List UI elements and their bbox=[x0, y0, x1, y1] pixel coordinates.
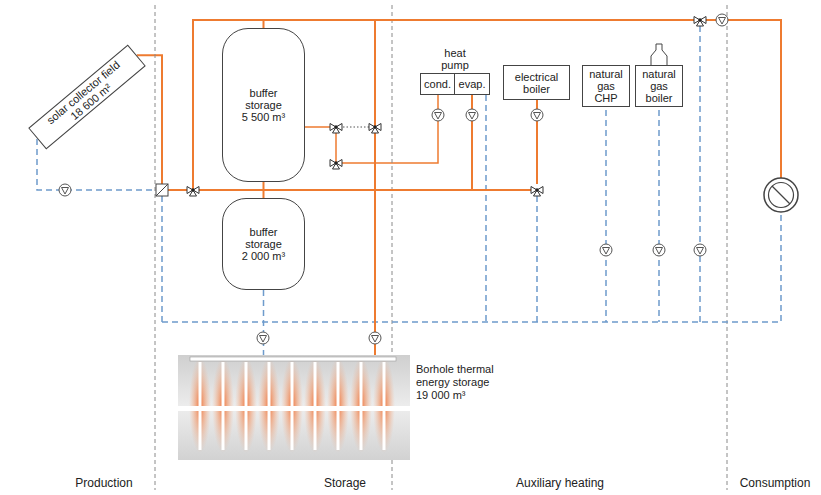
evaporator-cell: evap. bbox=[455, 74, 489, 94]
heat-glow bbox=[258, 357, 280, 453]
three-way-valve bbox=[694, 17, 706, 27]
heat-glow bbox=[327, 357, 349, 453]
consumer-outer bbox=[764, 178, 798, 212]
borehole-supply-pipe bbox=[374, 20, 376, 355]
consumer-symbol bbox=[764, 178, 798, 212]
node-text: Borhole thermal energy storage 19 000 m³ bbox=[416, 363, 498, 402]
heat-pump-return-pipe bbox=[485, 95, 487, 322]
heat-pump-box: heat pumpcond.evap. bbox=[420, 73, 490, 95]
borehole bbox=[268, 362, 271, 450]
chp-return-pipe bbox=[605, 100, 607, 322]
section-separator bbox=[155, 5, 156, 490]
bypass-pipe bbox=[699, 26, 701, 322]
borehole bbox=[222, 362, 225, 450]
heat-glow bbox=[212, 357, 234, 453]
consumer-diagonal bbox=[772, 186, 790, 204]
gas-boiler-return-pipe bbox=[658, 100, 660, 322]
borehole-storage: Borhole thermal energy storage 19 000 m³ bbox=[178, 355, 410, 460]
section-label: Consumption bbox=[740, 476, 811, 490]
node-text: solar collector field 18 600 m² bbox=[41, 56, 133, 139]
borehole-manifold bbox=[190, 357, 396, 361]
three-way-valve bbox=[531, 187, 543, 197]
pump-symbol bbox=[257, 332, 269, 344]
three-way-valve bbox=[187, 187, 199, 197]
heat-glow bbox=[350, 357, 372, 453]
heat-glow bbox=[235, 357, 257, 453]
borehole bbox=[383, 362, 386, 450]
pump-symbol bbox=[369, 332, 381, 344]
heat-glow bbox=[189, 357, 211, 453]
chimney-symbol bbox=[651, 44, 667, 65]
section-label: Production bbox=[75, 476, 132, 490]
heat-glow bbox=[373, 357, 395, 453]
three-way-valve bbox=[330, 124, 342, 134]
node-text: heat pump bbox=[437, 47, 473, 71]
storage-tank: buffer storage 5 500 m³ bbox=[222, 28, 305, 182]
solar-return-pipe bbox=[37, 139, 156, 190]
node-text: natural gas boiler bbox=[639, 68, 679, 104]
consumer-inner bbox=[769, 183, 794, 208]
borehole bbox=[245, 362, 248, 450]
heat-glow bbox=[281, 357, 303, 453]
borehole bbox=[199, 362, 202, 450]
exchanger-return-pipe bbox=[161, 196, 163, 322]
exchanger-box bbox=[156, 184, 168, 196]
node-text: buffer storage 5 500 m³ bbox=[241, 87, 286, 123]
pump-symbol bbox=[600, 244, 612, 256]
section-label: Auxiliary heating bbox=[516, 476, 604, 490]
chp-box: natural gas CHP bbox=[582, 65, 630, 107]
pump-symbol bbox=[59, 184, 71, 196]
borehole-storage-picture bbox=[178, 355, 410, 460]
collector-field: solar collector field 18 600 m² bbox=[28, 44, 146, 149]
pump-symbol bbox=[466, 109, 478, 121]
boiler-return-pipe bbox=[536, 196, 538, 322]
borehole bbox=[360, 362, 363, 450]
node-text: buffer storage 2 000 m³ bbox=[241, 226, 286, 262]
three-way-valve bbox=[330, 160, 342, 170]
section-separators bbox=[155, 5, 727, 490]
ground-block bbox=[178, 355, 410, 460]
storage-tank: buffer storage 2 000 m³ bbox=[222, 198, 305, 290]
pump-symbol bbox=[694, 244, 706, 256]
pump-symbol bbox=[653, 244, 665, 256]
node-text: electrical boiler bbox=[506, 71, 567, 95]
section-label: Storage bbox=[324, 476, 366, 490]
pipe-connector bbox=[305, 94, 438, 163]
section-separator bbox=[727, 5, 728, 490]
heat-glow bbox=[304, 357, 326, 453]
node-text: cond. bbox=[424, 78, 451, 90]
boiler-box: electrical boiler bbox=[503, 65, 570, 100]
boiler-box: natural gas boiler bbox=[635, 65, 683, 107]
borehole bbox=[314, 362, 317, 450]
node-text: natural gas CHP bbox=[586, 68, 626, 104]
pump-symbol bbox=[432, 109, 444, 121]
borehole bbox=[337, 362, 340, 450]
node-text: evap. bbox=[459, 78, 486, 90]
middle-pipe bbox=[193, 189, 531, 191]
return-pipes bbox=[37, 26, 781, 322]
pump-symbol bbox=[716, 14, 728, 26]
borehole bbox=[291, 362, 294, 450]
heat-exchanger-symbol bbox=[156, 184, 168, 196]
condenser-cell: cond. bbox=[421, 74, 455, 94]
pump-symbol bbox=[531, 109, 543, 121]
supply-pipes bbox=[193, 20, 781, 355]
exchanger-diagonal bbox=[156, 184, 168, 196]
ground-band bbox=[178, 406, 410, 411]
three-way-valve bbox=[369, 124, 381, 134]
